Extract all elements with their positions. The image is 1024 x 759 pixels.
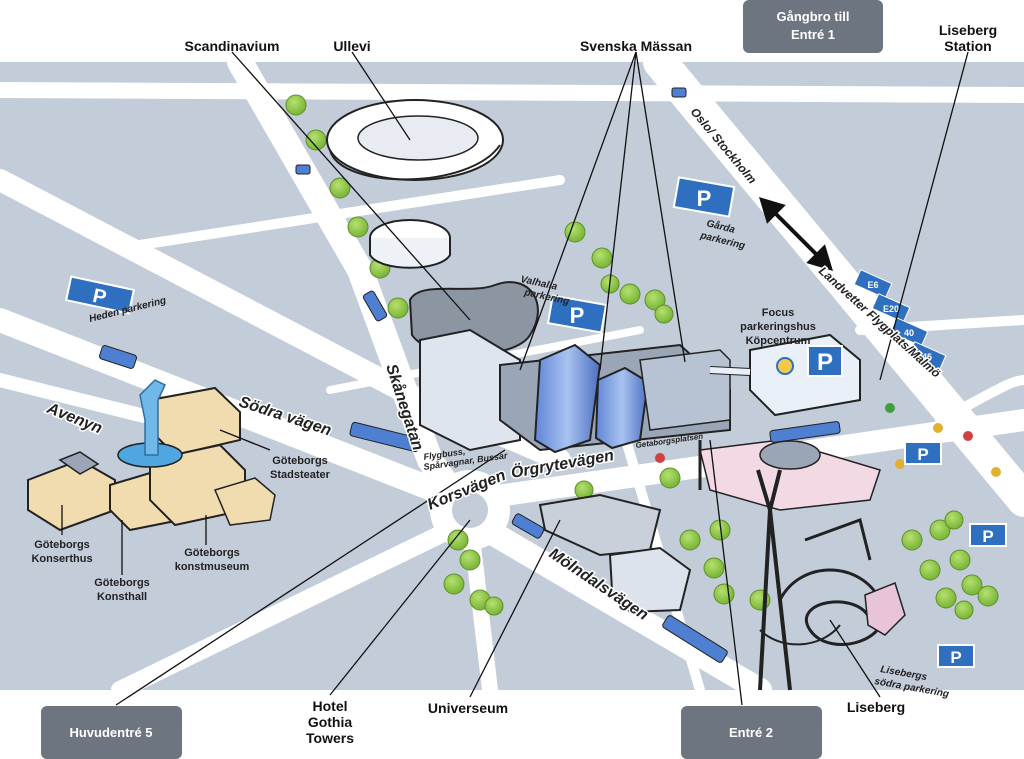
huvudentre-button[interactable]: Huvudentré 5 — [41, 706, 182, 759]
konsthall-label-2: Konsthall — [97, 591, 147, 603]
direction-arrow — [759, 197, 833, 271]
liseberg-station-label-2: Station — [944, 38, 991, 54]
svenska-massan-label: Svenska Mässan — [580, 38, 692, 54]
konsthall-label-1: Göteborgs — [94, 577, 150, 589]
valhalla-parking-symbol: P — [570, 303, 585, 328]
hotel-label-2: Gothia — [308, 714, 353, 730]
liseberg-parking-symbol-1: P — [917, 445, 928, 464]
hotel-label-3: Towers — [306, 730, 354, 746]
trees — [285, 94, 999, 620]
konserthus-label-1: Göteborgs — [34, 539, 90, 551]
garda-parking-symbol: P — [697, 186, 712, 211]
parking-signs: P P P P P P — [65, 176, 1007, 668]
ullevi-stadium — [326, 99, 504, 181]
arena-rotunda — [369, 219, 451, 269]
highway-45: 45 — [922, 352, 932, 362]
focus-label-1: Focus — [762, 307, 794, 319]
gangbro-label-2: Entré 1 — [791, 27, 835, 42]
konstmuseum-label-2: konstmuseum — [175, 561, 250, 573]
konserthus-label-2: Konserthus — [31, 553, 92, 565]
liseberg-parking-symbol-2: P — [982, 527, 993, 546]
entre2-button[interactable]: Entré 2 — [681, 706, 822, 759]
universeum-label: Universeum — [428, 700, 508, 716]
focus-label-3: Köpcentrum — [746, 335, 811, 347]
hotel-label-1: Hotel — [313, 698, 348, 714]
sodra-parking-symbol: P — [950, 648, 961, 667]
huvudentre-label: Huvudentré 5 — [69, 725, 152, 740]
entre2-label: Entré 2 — [729, 725, 773, 740]
focus-label-2: parkeringshus — [740, 321, 816, 333]
svenska-massan-complex — [419, 328, 731, 454]
ullevi-label: Ullevi — [333, 38, 370, 54]
konstmuseum-label-1: Göteborgs — [184, 547, 240, 559]
stadsteater-label-2: Stadsteater — [270, 469, 331, 481]
gangbro-entre1-button[interactable]: Gångbro till Entré 1 — [743, 0, 883, 53]
focus-parking-symbol: P — [817, 349, 833, 376]
stadsteater-label-1: Göteborgs — [272, 455, 328, 467]
highway-40: 40 — [904, 328, 914, 338]
liseberg-park — [698, 439, 906, 691]
heden-parking-symbol: P — [91, 285, 109, 309]
vehicles — [98, 87, 1001, 663]
callout-lines — [61, 51, 969, 706]
scandinavium-label: Scandinavium — [185, 38, 280, 54]
highway-e6: E6 — [867, 280, 878, 290]
highway-e20: E20 — [883, 304, 899, 314]
highway-shields: E6 E20 40 45 — [853, 269, 947, 371]
focus-parking-building: P — [709, 333, 861, 417]
universeum-building — [538, 493, 692, 614]
liseberg-label: Liseberg — [847, 699, 905, 715]
liseberg-station-label-1: Liseberg — [939, 22, 997, 38]
gotaplatsen-buildings — [27, 379, 276, 532]
gangbro-label-1: Gångbro till — [777, 9, 850, 24]
